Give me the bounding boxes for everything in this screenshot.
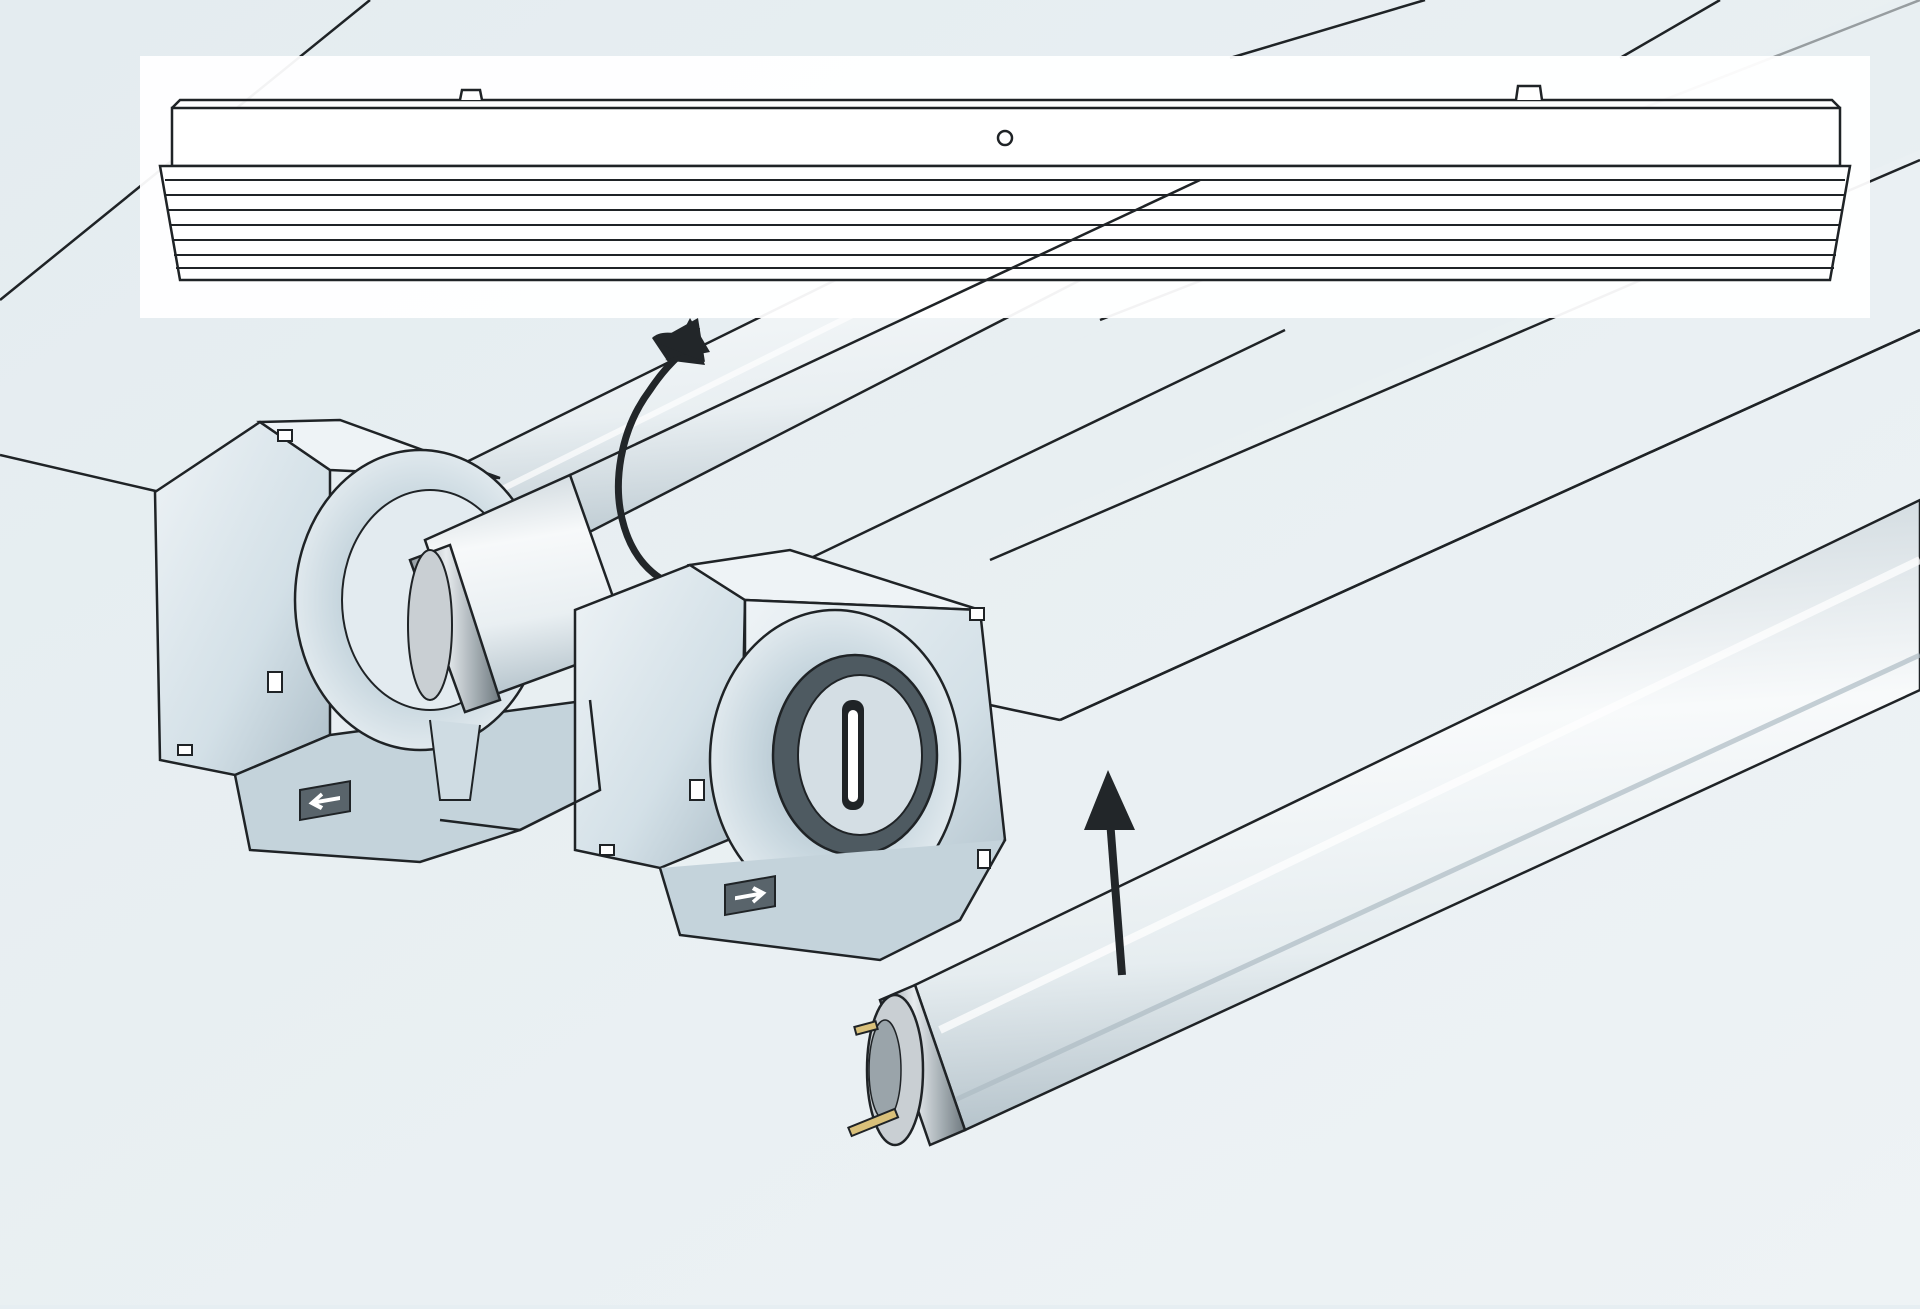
cover-ribs (165, 179, 1845, 269)
new-tube (847, 498, 1920, 1147)
tube-pin-upper (853, 1020, 879, 1036)
arrow-left-icon (299, 780, 351, 822)
cover-ribbed-body (158, 164, 1852, 282)
cover-clip-left (458, 88, 484, 101)
cover-screw-hole (996, 129, 1014, 147)
right-lamp-holder (573, 548, 1007, 962)
tube-pin-lower (847, 1107, 900, 1138)
holder-connector (439, 699, 602, 832)
insert-up-arrow-icon (1084, 770, 1135, 976)
rotate-clockwise-arrow-icon (615, 318, 809, 596)
cover-clip-right (1514, 84, 1544, 101)
arrow-right-icon (724, 875, 776, 917)
luminaire-cover-inset (140, 56, 1870, 318)
